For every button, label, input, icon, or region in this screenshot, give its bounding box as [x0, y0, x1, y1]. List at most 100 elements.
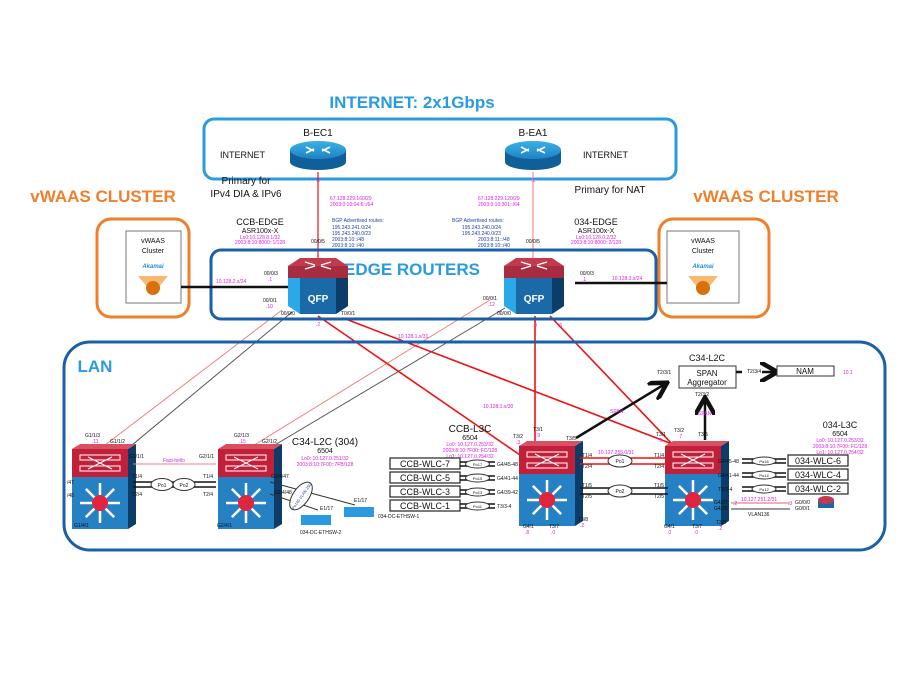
svg-text:G1/1/3: G1/1/3	[85, 433, 100, 439]
switch-034-l3c[interactable]	[665, 441, 729, 526]
svg-text:10.127.255.0/31: 10.127.255.0/31	[598, 450, 634, 456]
svg-text:C34-L2C: C34-L2C	[689, 353, 726, 363]
small-router[interactable]: 10.127.251.2/31 VLAN136 .2 .3 G4/27 G4/2…	[714, 496, 834, 518]
svg-text:T3/8: T3/8	[578, 517, 588, 523]
bgp-034: BGP Advertised routes: 195.243.240.0/24 …	[452, 218, 510, 249]
svg-text:2003:8:10:8000::2/128: 2003:8:10:8000::2/128	[571, 240, 621, 246]
svg-text:T3/5: T3/5	[566, 436, 576, 442]
svg-text:67.128.229.160/29: 67.128.229.160/29	[330, 196, 372, 202]
svg-text:Lo0: 10.127.0.253/32: Lo0: 10.127.0.253/32	[816, 438, 863, 444]
svg-text:vWAAS: vWAAS	[141, 238, 165, 245]
svg-text:2003:8:10:7F00::7FB/128: 2003:8:10:7F00::7FB/128	[297, 462, 354, 468]
svg-text:.3: .3	[516, 440, 520, 446]
svg-text:T1/4: T1/4	[132, 474, 142, 480]
vwaas-cluster-left[interactable]: vWAAS Cluster Akamai	[95, 217, 191, 319]
svg-text:G4/1: G4/1	[523, 524, 534, 530]
svg-text:Lo1: 10.127.0.254/32: Lo1: 10.127.0.254/32	[816, 450, 863, 456]
svg-text:10.128.1.x/30: 10.128.1.x/30	[483, 404, 514, 410]
b-ea1-note: Primary for NAT	[575, 185, 646, 196]
svg-text:.15: .15	[239, 439, 246, 445]
svg-text:.5: .5	[658, 438, 662, 444]
switch-ccb-l3c[interactable]	[519, 441, 583, 526]
internet-right-label: INTERNET	[583, 150, 629, 160]
svg-text:BGP Advertised routes:: BGP Advertised routes:	[332, 218, 384, 224]
wlc-name: CCB-WLC-3	[400, 487, 450, 497]
svg-text:Po12: Po12	[759, 487, 769, 492]
svg-text:G1/1/2: G1/1/2	[110, 439, 125, 445]
svg-text:6504: 6504	[462, 435, 478, 442]
switch-core-icon	[238, 495, 254, 511]
svg-text:G4/45-48: G4/45-48	[718, 459, 739, 465]
svg-text:.7: .7	[678, 434, 682, 440]
svg-text:.1: .1	[316, 178, 320, 184]
switch-c34-l2c[interactable]	[218, 444, 282, 529]
svg-text:G2/4/48: G2/4/48	[274, 490, 292, 496]
svg-text:T3/2: T3/2	[513, 434, 523, 440]
router-ccb-edge[interactable]: QFP	[288, 258, 348, 314]
qfp-label: QFP	[524, 294, 545, 305]
core-portchannels: Po1 10.127.255.0/31 Po2 T1/4 T2/4 T1/5 T…	[580, 450, 668, 500]
edge-routers-title: EDGE ROUTERS	[344, 260, 480, 279]
svg-text:T1/4: T1/4	[654, 453, 664, 459]
svg-text:.10: .10	[266, 304, 273, 310]
svg-text:T3/1: T3/1	[656, 432, 666, 438]
svg-text:T1/5: T1/5	[654, 483, 664, 489]
switch-left[interactable]	[72, 444, 136, 529]
svg-text:Lo0: 10.127.0.253/32: Lo0: 10.127.0.253/32	[446, 442, 493, 448]
svg-text:2003:8:10:8000::1/128: 2003:8:10:8000::1/128	[235, 240, 285, 246]
svg-text:Fast-hello: Fast-hello	[163, 458, 185, 464]
ccb-l3c-name: CCB-L3C	[449, 424, 492, 435]
svg-text:.9: .9	[536, 433, 540, 439]
svg-text:Cluster: Cluster	[692, 248, 715, 255]
internet-section-title: INTERNET: 2x1Gbps	[329, 93, 494, 112]
svg-text:00/0/1: 00/0/1	[263, 298, 277, 304]
svg-text:G4/41-44: G4/41-44	[497, 476, 518, 482]
span-aggregator[interactable]: C34-L2C SPAN Aggregator T2/3/1 T2/3/2 T2…	[657, 353, 761, 398]
bgp-ccb: BGP Advertised routes: 195.243.241.0/24 …	[332, 218, 384, 249]
vwaas-cluster-right[interactable]: vWAAS Cluster Akamai	[657, 217, 771, 319]
svg-text:G4/39-42: G4/39-42	[497, 490, 518, 496]
svg-text:Lo0:10.128.0.2/32: Lo0:10.128.0.2/32	[576, 235, 617, 241]
svg-text:Po1: Po1	[158, 483, 167, 489]
svg-text:G2/1/2: G2/1/2	[262, 439, 277, 445]
svg-text:T2/4: T2/4	[132, 492, 142, 498]
nam-box[interactable]: NAM	[776, 365, 835, 377]
svg-text:G4/41-44: G4/41-44	[718, 473, 739, 479]
router-034-edge[interactable]: QFP	[504, 258, 564, 314]
router-b-ea1[interactable]: B-EA1	[505, 128, 561, 170]
svg-text:SPAN: SPAN	[610, 409, 624, 415]
svg-text:.8: .8	[525, 530, 529, 536]
svg-text:6504: 6504	[317, 448, 333, 455]
svg-text:.2: .2	[580, 523, 584, 529]
router-b-ec1[interactable]: B-EC1	[290, 128, 346, 170]
svg-text:.2: .2	[733, 501, 737, 507]
svg-text:.8: .8	[533, 323, 537, 329]
svg-text:G4/28: G4/28	[714, 506, 728, 512]
svg-text:.0: .0	[551, 530, 555, 536]
svg-text:ASR100x-X: ASR100x-X	[242, 228, 279, 235]
svg-text:2003:8:10:7F00::FC/128: 2003:8:10:7F00::FC/128	[813, 444, 867, 450]
wlc-name: CCB-WLC-1	[400, 501, 450, 511]
svg-text:G0/0/1: G0/0/1	[795, 506, 810, 512]
wlc-name: 034-WLC-2	[795, 484, 841, 494]
svg-text:T3/7: T3/7	[549, 524, 559, 530]
svg-text:2003:8:11::/48: 2003:8:11::/48	[478, 237, 510, 243]
svg-text:.0: .0	[694, 530, 698, 536]
svg-text:Lo0:10.128.8.1/32: Lo0:10.128.8.1/32	[240, 235, 281, 241]
svg-text:T2/4: T2/4	[203, 492, 213, 498]
svg-text:T1/4: T1/4	[203, 474, 213, 480]
svg-text:00/0/3: 00/0/3	[264, 271, 278, 277]
wlc-name: 034-WLC-4	[795, 470, 841, 480]
svg-text:00/0/0: 00/0/0	[281, 311, 295, 317]
svg-text:.1: .1	[531, 178, 535, 184]
svg-text:ASR100x-X: ASR100x-X	[578, 228, 615, 235]
svg-text:NAM: NAM	[796, 367, 814, 376]
